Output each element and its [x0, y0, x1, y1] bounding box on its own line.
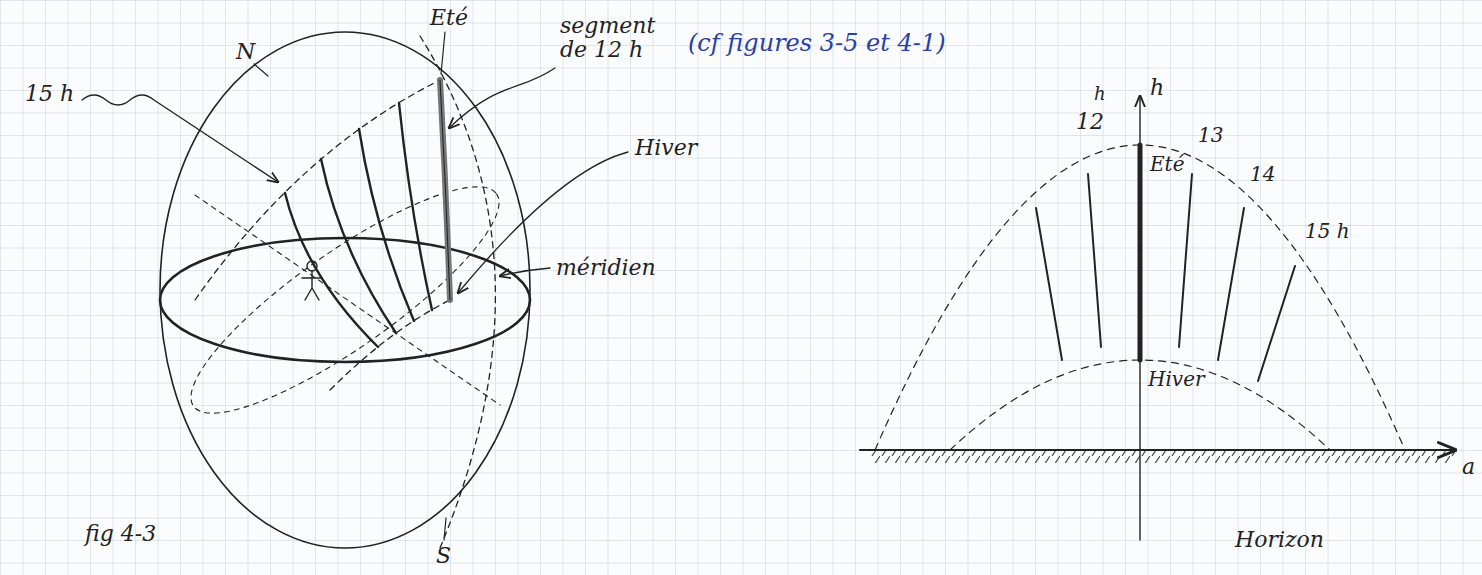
hour-segment — [1036, 208, 1062, 360]
ground-hatching — [870, 451, 1455, 463]
summer-path — [875, 145, 1405, 450]
hour-segment — [359, 129, 414, 321]
horizon-axis — [860, 449, 1455, 451]
altitude-axis — [1139, 96, 1140, 540]
annotation-label: Hiver — [1148, 368, 1205, 390]
hour-segment — [285, 193, 378, 347]
annotation-label: Hiver — [635, 136, 697, 160]
leader-line — [444, 518, 446, 540]
annotation-label: h — [1150, 76, 1164, 100]
observer-head — [307, 261, 317, 271]
hour-segment — [321, 159, 396, 333]
annotation-label: N — [236, 40, 255, 64]
annotation-label: Horizon — [1235, 528, 1324, 552]
annotation-label: fig 4-3 — [85, 522, 156, 546]
leader-line — [254, 64, 268, 76]
leader-arrow — [500, 268, 550, 276]
observer-body — [302, 271, 322, 300]
annotation-label: 15 h — [25, 82, 74, 106]
equator — [166, 155, 524, 446]
annotation-label: h — [1094, 84, 1106, 104]
hour-segment — [1179, 174, 1192, 347]
annotation-label: S — [436, 544, 451, 568]
noon-segment — [1138, 145, 1143, 360]
annotation-label: a — [1462, 455, 1475, 479]
meridian — [420, 36, 495, 548]
summer-path — [195, 80, 440, 300]
annotation-label: (cf figures 3-5 et 4-1) — [688, 30, 946, 56]
annotation-label: 14 — [1250, 163, 1275, 185]
annotation-label: Eté — [430, 6, 468, 30]
leader-arrow — [82, 95, 278, 182]
noon-segment — [440, 80, 450, 300]
annotation-label: 13 — [1198, 124, 1223, 146]
hour-segment — [399, 103, 432, 310]
leader-line — [441, 32, 445, 74]
hour-segment — [1088, 174, 1101, 347]
annotation-label: 15 h — [1305, 220, 1350, 242]
hour-segment — [1218, 208, 1244, 360]
leader-arrow — [449, 68, 555, 128]
annotation-label: Eté — [1150, 153, 1184, 175]
winter-path — [950, 360, 1330, 450]
annotation-label: 12 — [1076, 110, 1104, 134]
annotation-label: méridien — [556, 256, 656, 280]
annotation-label: segment de 12 h — [560, 14, 680, 62]
noon-segment-edge — [440, 80, 450, 300]
horizon-plane — [160, 238, 530, 362]
hour-segment — [1258, 266, 1295, 381]
celestial-sphere — [160, 32, 530, 548]
world-axis — [195, 195, 500, 405]
